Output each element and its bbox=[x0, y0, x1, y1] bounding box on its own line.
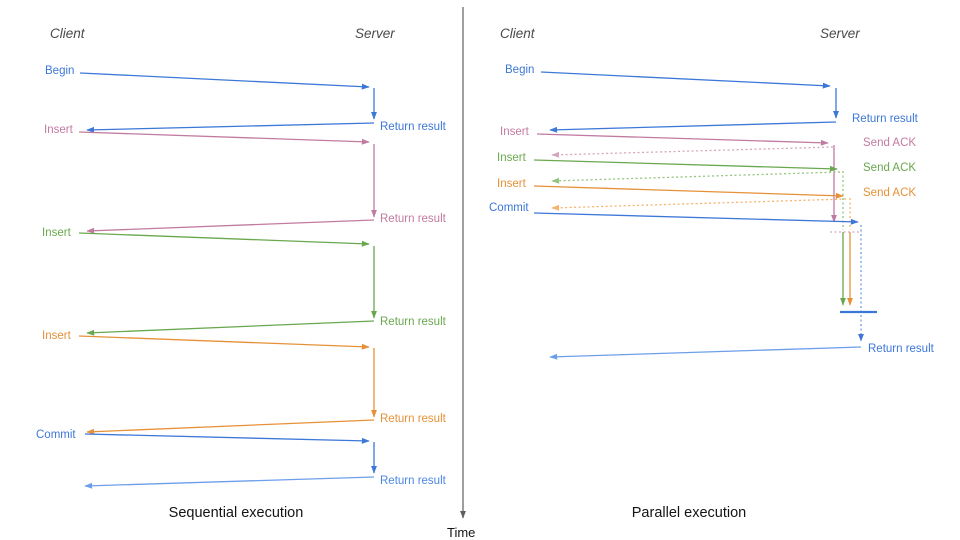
par-insert1-ack-label: Send ACK bbox=[863, 137, 917, 149]
par-insert2-ack-arrow bbox=[551, 171, 841, 184]
sequential-panel-arrows bbox=[78, 72, 377, 489]
seq-commit-return-label: Return result bbox=[380, 475, 446, 487]
seq-insert3-label: Insert bbox=[42, 330, 71, 342]
par-commit-label: Commit bbox=[489, 202, 529, 214]
par-commit-request-arrow bbox=[533, 212, 859, 225]
seq-insert3-return-label: Return result bbox=[380, 413, 446, 425]
par-insert2-label: Insert bbox=[497, 152, 526, 164]
time-axis-label: Time bbox=[447, 525, 476, 540]
seq-begin-return-label: Return result bbox=[380, 121, 446, 133]
par-insert3-ack-label: Send ACK bbox=[863, 187, 917, 199]
seq-insert1-return-arrow bbox=[86, 219, 375, 234]
sequential-caption: Sequential execution bbox=[168, 505, 304, 521]
seq-commit-label: Commit bbox=[36, 429, 76, 441]
par-insert1-request-arrow bbox=[536, 133, 829, 146]
par-insert2-request-arrow bbox=[533, 159, 838, 172]
seq-insert3-request-arrow bbox=[78, 335, 370, 350]
seq-insert1-label: Insert bbox=[44, 124, 73, 136]
seq-insert3-return-arrow bbox=[86, 419, 375, 435]
seq-insert2-return-label: Return result bbox=[380, 316, 446, 328]
par-client-header: Client bbox=[500, 26, 535, 41]
seq-commit-request-arrow bbox=[84, 433, 370, 444]
par-insert3-ack-arrow bbox=[551, 198, 847, 211]
par-begin-return-label: Return result bbox=[852, 113, 918, 125]
parallel-panel-arrows bbox=[533, 71, 877, 360]
par-insert2-ack-label: Send ACK bbox=[863, 162, 917, 174]
par-commit-return-arrow bbox=[549, 346, 862, 360]
seq-insert2-label: Insert bbox=[42, 227, 71, 239]
par-insert1-ack-arrow bbox=[551, 146, 834, 158]
seq-insert1-return-label: Return result bbox=[380, 213, 446, 225]
par-begin-request-arrow bbox=[540, 71, 831, 89]
seq-client-header: Client bbox=[50, 26, 85, 41]
seq-insert1-request-arrow bbox=[78, 131, 370, 145]
par-commit-return-label: Return result bbox=[868, 343, 934, 355]
parallel-caption: Parallel execution bbox=[631, 505, 747, 521]
seq-begin-return-arrow bbox=[86, 122, 375, 133]
par-begin-return-arrow bbox=[549, 121, 837, 133]
par-server-header: Server bbox=[820, 26, 860, 41]
seq-begin-request-arrow bbox=[79, 72, 370, 90]
seq-server-header: Server bbox=[355, 26, 395, 41]
par-begin-label: Begin bbox=[505, 64, 535, 76]
seq-begin-label: Begin bbox=[45, 65, 75, 77]
seq-insert2-return-arrow bbox=[86, 320, 375, 336]
par-insert3-label: Insert bbox=[497, 178, 526, 190]
seq-commit-return-arrow bbox=[84, 476, 375, 489]
seq-insert2-request-arrow bbox=[78, 232, 370, 247]
par-insert3-request-arrow bbox=[533, 185, 844, 199]
par-insert1-label: Insert bbox=[500, 126, 529, 138]
